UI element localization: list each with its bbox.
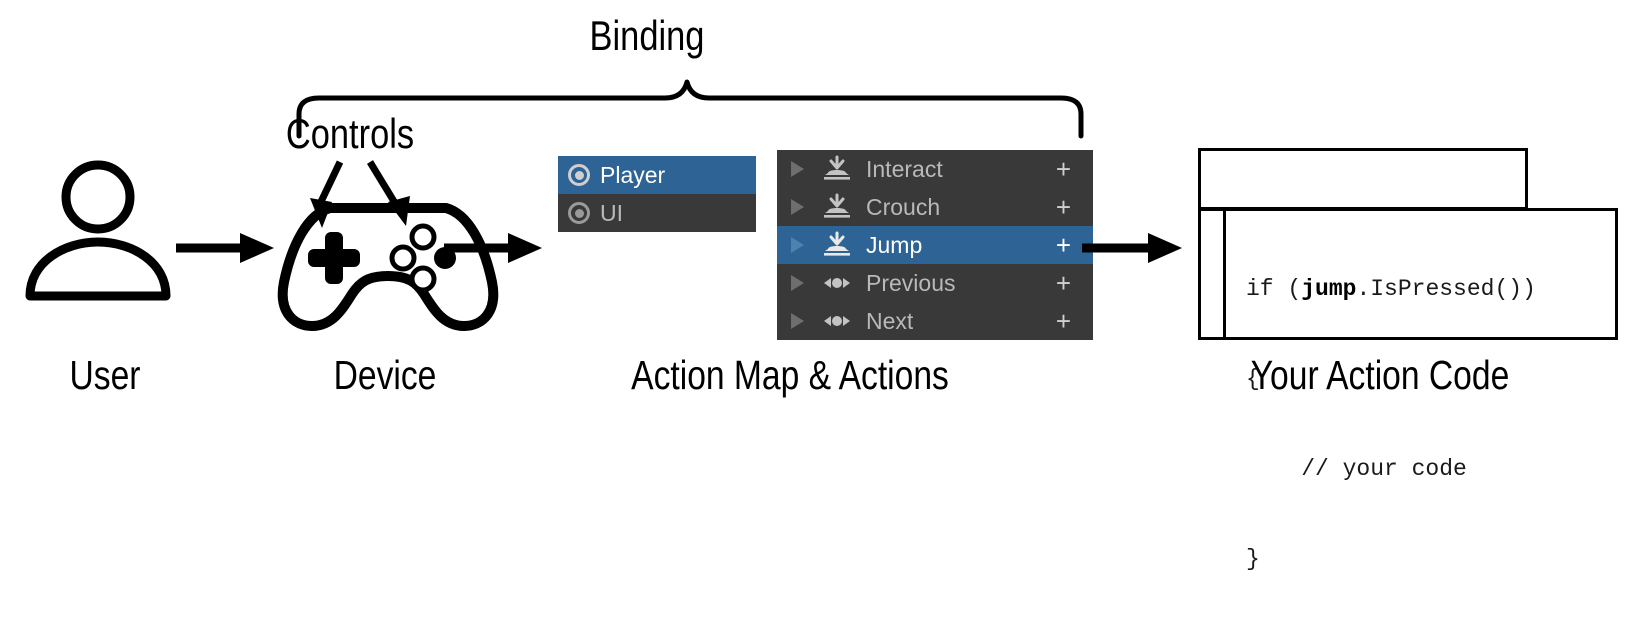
code-window-gutter [1198,208,1226,340]
code-token-jump: jump [1301,276,1357,302]
code-snippet: if (jump.IsPressed()) { // your code } [1246,214,1616,634]
code-line-1-post: .IsPressed()) [1356,276,1536,302]
caption-your-action-code: Your Action Code [1250,352,1510,398]
action-row-jump[interactable]: Jump + [777,226,1093,264]
chevron-right-icon[interactable] [791,275,804,291]
arrow-device-to-actions [444,233,542,263]
arrow-user-to-device [176,233,274,263]
gamepad-icon [277,203,499,331]
action-row-crouch[interactable]: Crouch + [777,188,1093,226]
action-map-item-player[interactable]: Player [558,156,756,194]
axis-action-icon [824,278,850,288]
button-action-icon [824,231,850,256]
action-map-ring-icon [568,202,590,224]
caption-action-map-actions: Action Map & Actions [631,352,949,398]
action-map-item-label: UI [600,199,623,226]
code-line-2: { [1246,366,1260,392]
code-line-1-pre: if ( [1246,276,1302,302]
chevron-right-icon[interactable] [791,161,804,177]
code-line-1: if (jump.IsPressed()) [1246,274,1616,304]
action-row-label: Jump [866,231,923,258]
actions-panel: Interact + Crouch + Jump + [777,150,1093,340]
action-row-next[interactable]: Next + [777,302,1093,340]
chevron-right-icon[interactable] [791,313,804,329]
button-action-icon [824,193,850,218]
action-row-previous[interactable]: Previous + [777,264,1093,302]
action-row-label: Previous [866,269,956,296]
action-map-item-label: Player [600,161,666,188]
action-map-panel: Player UI [558,156,756,232]
chevron-right-icon[interactable] [791,237,804,253]
arrow-actions-to-code [1082,233,1182,263]
binding-label: Binding [589,12,705,59]
chevron-right-icon[interactable] [791,199,804,215]
button-action-icon [824,155,850,180]
axis-action-icon [824,316,850,326]
action-row-label: Next [866,307,914,334]
action-row-label: Interact [866,155,943,182]
caption-device: Device [333,352,437,398]
action-row-interact[interactable]: Interact + [777,150,1093,188]
code-window-titlebar [1198,148,1528,210]
controls-pointer-arrows [310,160,410,228]
user-icon [25,160,171,301]
code-window-body [1198,208,1618,340]
action-map-item-ui[interactable]: UI [558,194,756,232]
action-row-label: Crouch [866,193,941,220]
code-line-4: } [1246,546,1260,572]
code-line-3: // your code [1246,456,1467,482]
action-map-ring-icon [568,164,590,186]
controls-label: Controls [285,110,415,157]
caption-user: User [69,352,141,398]
diagram-canvas: Binding Controls Player UI Interact + [25,12,1618,572]
binding-brace [296,79,1084,139]
